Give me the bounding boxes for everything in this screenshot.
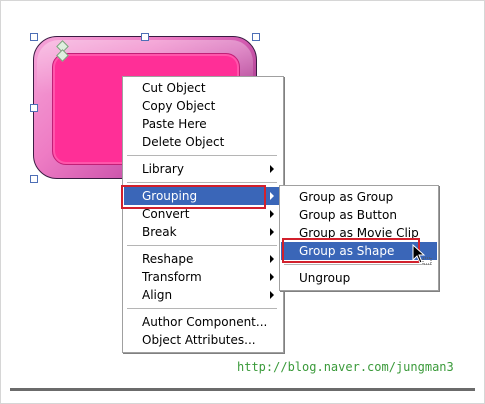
bottom-divider bbox=[10, 388, 475, 391]
menu-separator bbox=[127, 308, 277, 309]
menu-item-copy-object[interactable]: Copy Object bbox=[124, 97, 282, 115]
mouse-pointer-icon bbox=[412, 244, 432, 265]
menu-item-label: Break bbox=[142, 225, 177, 239]
selection-handle-top[interactable] bbox=[141, 33, 149, 41]
menu-item-convert[interactable]: Convert bbox=[124, 205, 282, 223]
menu-item-label: Paste Here bbox=[142, 117, 207, 131]
menu-separator bbox=[127, 155, 277, 156]
menu-item-label: Delete Object bbox=[142, 135, 225, 149]
menu-item-delete-object[interactable]: Delete Object bbox=[124, 133, 282, 151]
selection-handle-bottom-left[interactable] bbox=[30, 175, 38, 183]
submenu-arrow-icon bbox=[270, 291, 274, 299]
menu-item-label: Grouping bbox=[142, 189, 198, 203]
menu-item-label: Library bbox=[142, 162, 184, 176]
menu-item-label: Copy Object bbox=[142, 99, 216, 113]
menu-item-library[interactable]: Library bbox=[124, 160, 282, 178]
submenu-item-group-as-shape[interactable]: Group as Shape bbox=[281, 242, 437, 260]
menu-item-transform[interactable]: Transform bbox=[124, 268, 282, 286]
grouping-callout bbox=[121, 185, 266, 209]
menu-item-break[interactable]: Break bbox=[124, 223, 282, 241]
submenu-arrow-icon bbox=[270, 165, 274, 173]
selection-handle-top-left[interactable] bbox=[30, 33, 38, 41]
menu-item-label: Group as Button bbox=[299, 208, 397, 222]
menu-item-reshape[interactable]: Reshape bbox=[124, 250, 282, 268]
menu-item-grouping[interactable]: Grouping bbox=[124, 187, 282, 205]
submenu-item-group-as-movie-clip[interactable]: Group as Movie Clip bbox=[281, 224, 437, 242]
menu-item-label: Author Component... bbox=[142, 315, 268, 329]
menu-item-align[interactable]: Align bbox=[124, 286, 282, 304]
menu-item-label: Cut Object bbox=[142, 81, 206, 95]
menu-item-label: Align bbox=[142, 288, 173, 302]
menu-item-object-attributes[interactable]: Object Attributes... bbox=[124, 331, 282, 349]
menu-item-author-component[interactable]: Author Component... bbox=[124, 313, 282, 331]
submenu-arrow-icon bbox=[270, 210, 274, 218]
submenu-arrow-icon bbox=[270, 228, 274, 236]
selection-handle-left[interactable] bbox=[30, 104, 38, 112]
context-menu: Cut Object Copy Object Paste Here Delete… bbox=[122, 76, 284, 353]
menu-item-cut-object[interactable]: Cut Object bbox=[124, 79, 282, 97]
menu-item-label: Group as Movie Clip bbox=[299, 226, 419, 240]
menu-item-label: Group as Shape bbox=[299, 244, 395, 258]
menu-item-label: Object Attributes... bbox=[142, 333, 256, 347]
menu-separator bbox=[127, 245, 277, 246]
submenu-item-group-as-group[interactable]: Group as Group bbox=[281, 188, 437, 206]
menu-item-label: Group as Group bbox=[299, 190, 394, 204]
submenu-item-group-as-button[interactable]: Group as Button bbox=[281, 206, 437, 224]
menu-separator bbox=[127, 182, 277, 183]
submenu-arrow-icon bbox=[270, 255, 274, 263]
menu-separator bbox=[284, 264, 432, 265]
submenu-arrow-icon bbox=[270, 192, 274, 200]
selection-handle-top-right[interactable] bbox=[252, 33, 260, 41]
menu-item-paste-here[interactable]: Paste Here bbox=[124, 115, 282, 133]
submenu-item-ungroup[interactable]: Ungroup bbox=[281, 269, 437, 287]
blog-watermark: http://blog.naver.com/jungman3 bbox=[237, 360, 454, 374]
menu-item-label: Convert bbox=[142, 207, 190, 221]
menu-item-label: Transform bbox=[142, 270, 202, 284]
group-as-shape-callout bbox=[282, 238, 420, 263]
menu-item-label: Ungroup bbox=[299, 271, 351, 285]
menu-item-label: Reshape bbox=[142, 252, 194, 266]
submenu-arrow-icon bbox=[270, 273, 274, 281]
